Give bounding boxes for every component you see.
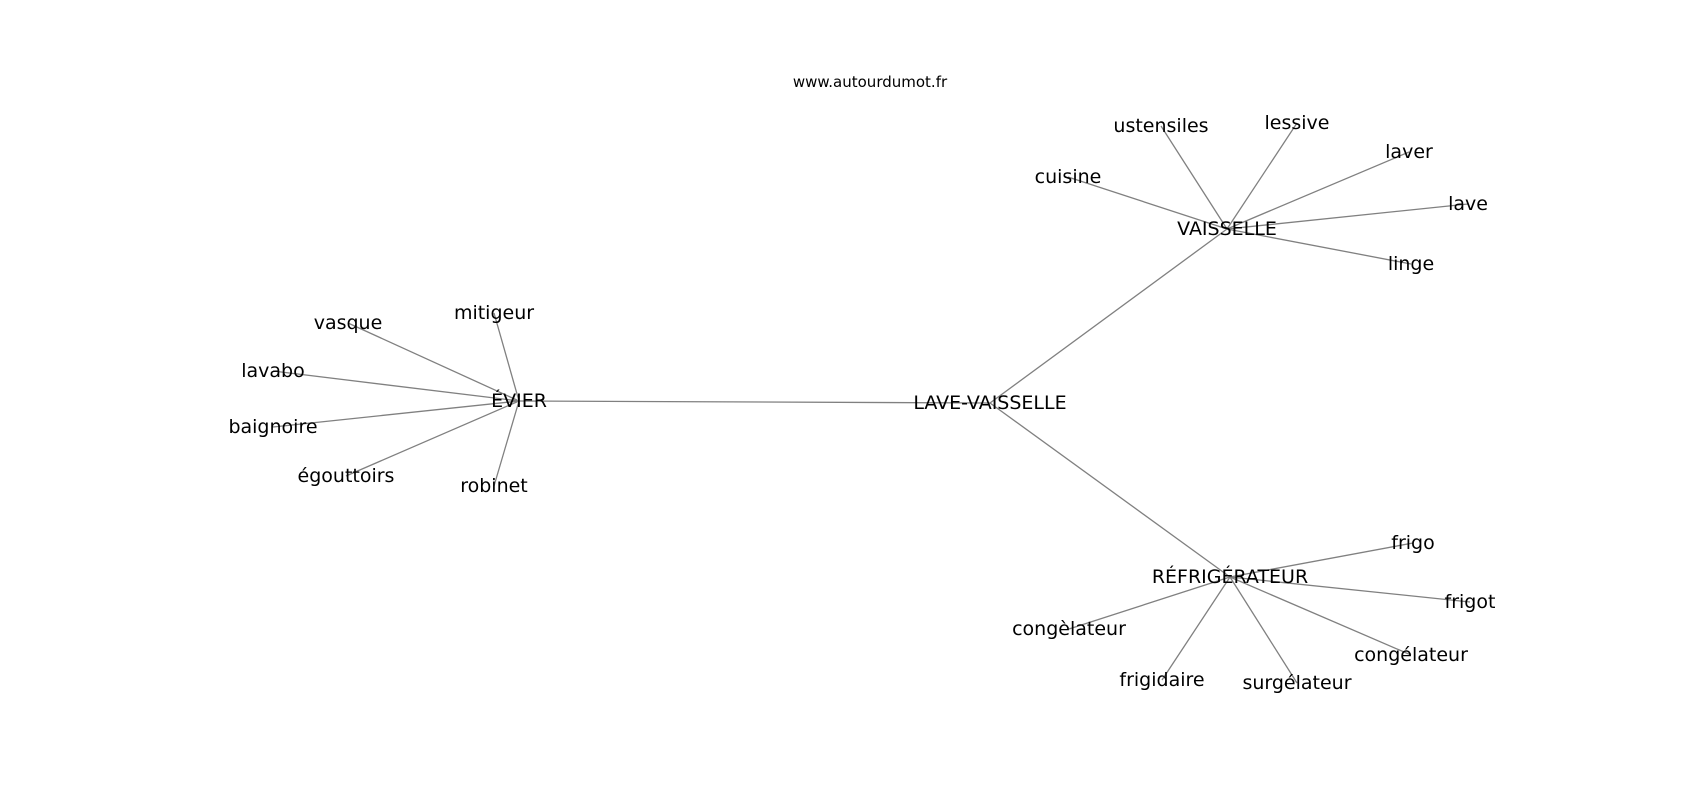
- node-refrigerateur[interactable]: RÉFRIGÉRATEUR: [1152, 565, 1308, 588]
- node-linge[interactable]: linge: [1388, 253, 1434, 275]
- node-evier[interactable]: ÉVIER: [491, 389, 547, 412]
- edge-vaisselle-laver: [1226, 151, 1410, 230]
- edge-evier-vasque: [347, 322, 520, 402]
- edge-refrigerateur-surgelateur: [1229, 576, 1298, 684]
- node-frigot[interactable]: frigot: [1445, 591, 1496, 613]
- source-url: www.autourdumot.fr: [793, 73, 948, 91]
- edge-refrigerateur-frigo: [1229, 542, 1414, 578]
- node-vaisselle[interactable]: VAISSELLE: [1177, 218, 1277, 240]
- node-lave-vaisselle[interactable]: LAVE-VAISSELLE: [913, 392, 1066, 414]
- node-robinet[interactable]: robinet: [460, 475, 528, 497]
- edge-lave-vaisselle-refrigerateur: [989, 402, 1231, 578]
- node-lave[interactable]: lave: [1448, 193, 1488, 215]
- edge-vaisselle-linge: [1226, 228, 1412, 265]
- node-egouttoirs[interactable]: égouttoirs: [298, 465, 395, 487]
- node-congelateur-grave[interactable]: congèlateur: [1012, 618, 1126, 640]
- edge-evier-baignoire: [272, 400, 520, 428]
- edge-evier-egouttoirs: [345, 400, 520, 477]
- node-lavabo[interactable]: lavabo: [241, 360, 305, 382]
- node-baignoire[interactable]: baignoire: [228, 416, 317, 438]
- edge-evier-lavabo: [272, 370, 520, 402]
- edge-refrigerateur-congelateur-grave: [1068, 576, 1231, 630]
- node-frigidaire[interactable]: frigidaire: [1119, 669, 1204, 691]
- node-lessive[interactable]: lessive: [1265, 112, 1330, 134]
- edge-evier-mitigeur: [493, 312, 520, 402]
- node-laver[interactable]: laver: [1385, 141, 1433, 163]
- nodes: LAVE-VAISSELLE ÉVIER VAISSELLE RÉFRIGÉRATEU…: [228, 112, 1495, 694]
- edge-evier-robinet: [493, 400, 520, 487]
- node-mitigeur[interactable]: mitigeur: [454, 302, 534, 324]
- node-cuisine[interactable]: cuisine: [1035, 166, 1102, 188]
- edge-vaisselle-lave: [1226, 203, 1469, 230]
- edge-refrigerateur-congelateur: [1229, 576, 1412, 656]
- edge-refrigerateur-frigot: [1229, 576, 1471, 603]
- node-surgelateur[interactable]: surgélateur: [1242, 672, 1351, 694]
- edge-vaisselle-lessive: [1226, 122, 1298, 230]
- edge-lave-vaisselle-evier: [518, 400, 991, 404]
- edge-refrigerateur-frigidaire: [1161, 576, 1231, 681]
- edge-lave-vaisselle-vaisselle: [989, 228, 1228, 404]
- node-ustensiles[interactable]: ustensiles: [1113, 115, 1208, 137]
- edge-vaisselle-ustensiles: [1160, 125, 1228, 230]
- edges: [272, 122, 1471, 684]
- node-congelateur[interactable]: congélateur: [1354, 644, 1468, 666]
- edge-vaisselle-cuisine: [1067, 176, 1228, 230]
- node-frigo[interactable]: frigo: [1391, 532, 1434, 554]
- node-vasque[interactable]: vasque: [314, 312, 383, 334]
